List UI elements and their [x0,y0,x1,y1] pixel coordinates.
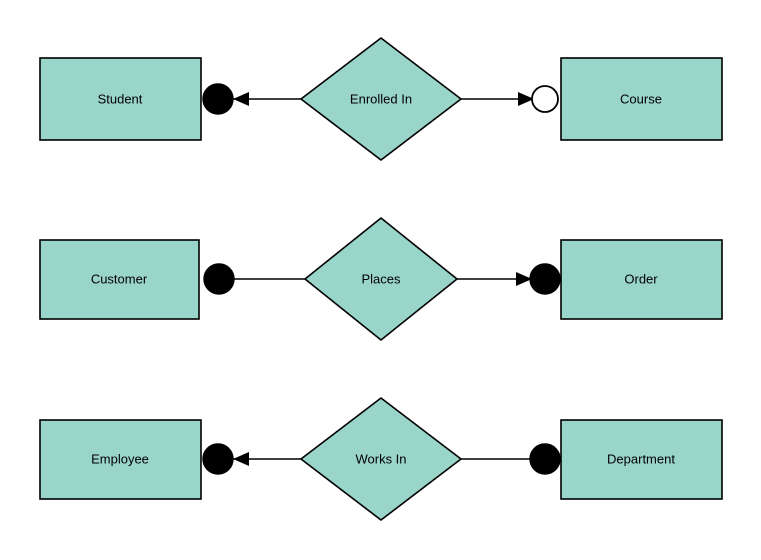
entity-box-course[interactable] [560,57,723,141]
relationship-row-1: Student Enrolled In Course [39,36,723,162]
arrow-right-icon-course [518,92,534,106]
participation-marker-total-student[interactable] [202,83,234,115]
participation-marker-partial-course[interactable] [531,85,559,113]
relationship-diamond-enrolled-in[interactable] [299,36,463,162]
entity-label-employee: Employee [91,451,149,466]
entity-label-order: Order [624,271,658,286]
relationship-row-3: Employee Works In Department [39,396,723,522]
entity-box-employee[interactable] [39,419,202,500]
entity-label-department: Department [607,451,675,466]
relationship-label-works-in: Works In [355,451,406,466]
arrow-left-icon-employee [233,452,249,466]
relationship-label-places: Places [361,271,401,286]
arrow-right-icon-order [516,272,532,286]
entity-box-department[interactable] [560,419,723,500]
participation-marker-total-order[interactable] [529,263,561,295]
entity-label-student: Student [98,91,143,106]
entity-label-course: Course [620,91,662,106]
relationship-label-enrolled-in: Enrolled In [350,91,412,106]
entity-box-order[interactable] [560,239,723,320]
entity-box-customer[interactable] [39,239,200,320]
arrow-left-icon-student [233,92,249,106]
entity-box-student[interactable] [39,57,202,141]
relationship-diamond-works-in[interactable] [299,396,463,522]
relationship-diamond-places[interactable] [303,216,459,342]
participation-marker-total-employee[interactable] [202,443,234,475]
relationship-row-2: Customer Places Order [39,216,723,342]
entity-label-customer: Customer [91,271,148,286]
participation-marker-total-department[interactable] [529,443,561,475]
participation-marker-total-customer[interactable] [203,263,235,295]
